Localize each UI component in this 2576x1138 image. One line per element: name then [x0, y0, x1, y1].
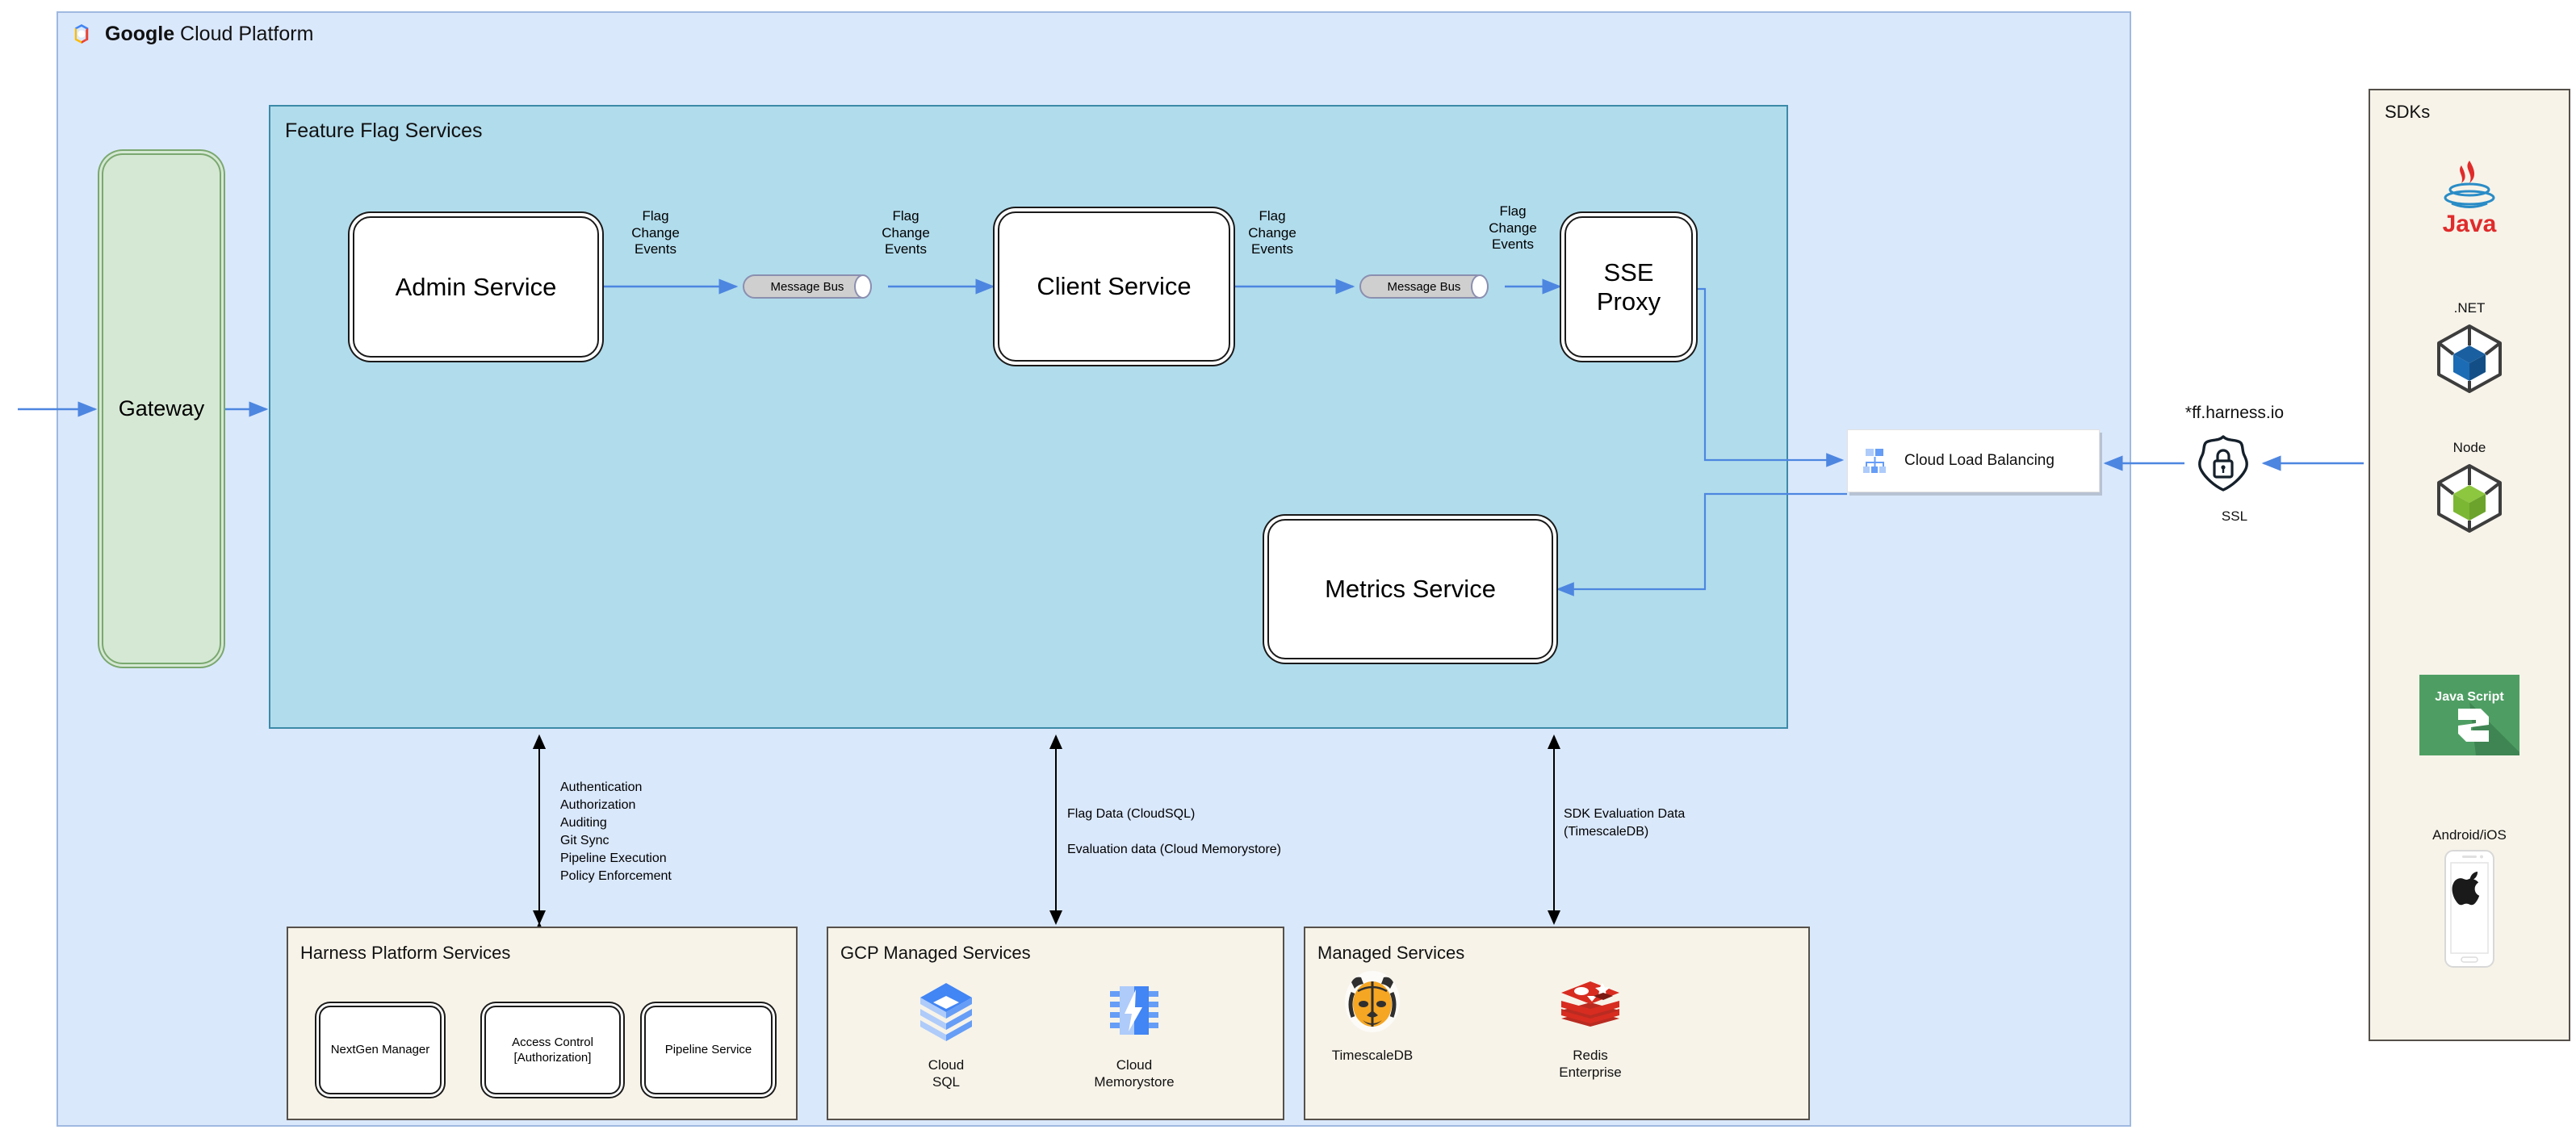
redis-icon: [1561, 981, 1619, 1027]
feature-flag-services-title: Feature Flag Services: [285, 119, 483, 142]
ff-domain-label: *ff.harness.io: [2184, 404, 2285, 422]
cloud-memorystore-item[interactable]: Cloud Memorystore: [1053, 980, 1215, 1091]
harness-platform-services-title: Harness Platform Services: [300, 943, 511, 963]
timescaledb-icon: [1345, 971, 1400, 1032]
edge-label-flag-change-events-3: Flag Change Events: [1248, 208, 1296, 257]
access-control-box[interactable]: Access Control [Authorization]: [484, 1006, 621, 1094]
timescaledb-label: TimescaleDB: [1331, 1048, 1414, 1063]
cloud-memorystore-icon: [1110, 986, 1158, 1035]
gcp-title-bold: Google: [105, 22, 175, 45]
sdk-caption-node: Node: [2452, 440, 2486, 455]
sdk-caption-android-ios: Android/iOS: [2432, 827, 2507, 843]
managed-services-title: Managed Services: [1317, 943, 1465, 963]
sdk-item-javascript[interactable]: Java Script: [2369, 675, 2570, 759]
sdks-title: SDKs: [2385, 102, 2431, 122]
pipeline-service-box[interactable]: Pipeline Service: [644, 1006, 773, 1094]
feature-flag-services-region: [269, 105, 1788, 729]
edge-label-flag-change-events-2: Flag Change Events: [882, 208, 930, 257]
node-cube-icon: [2437, 464, 2502, 533]
gcp-managed-services-panel: [827, 927, 1284, 1120]
message-bus-1[interactable]: Message Bus: [743, 274, 872, 299]
gcp-title-rest: Cloud Platform: [174, 22, 314, 45]
sse-proxy-node[interactable]: SSE Proxy: [1564, 216, 1693, 358]
gcp-title: Google Cloud Platform: [105, 23, 313, 46]
ssl-label: SSL: [2221, 508, 2248, 524]
redis-label: Redis Enterprise: [1559, 1048, 1622, 1081]
annotation-platform-services: Authentication Authorization Auditing Gi…: [560, 780, 672, 883]
sdk-caption-dotnet: .NET: [2453, 300, 2486, 316]
sdk-item-java[interactable]: Java: [2369, 157, 2570, 239]
nextgen-manager-box[interactable]: NextGen Manager: [319, 1006, 442, 1094]
sdk-item-node[interactable]: Node: [2369, 440, 2570, 539]
redis-item[interactable]: Redis Enterprise: [1510, 977, 1671, 1082]
message-bus-2[interactable]: Message Bus: [1359, 274, 1489, 299]
annotation-sdk-evaluation: SDK Evaluation Data (TimescaleDB): [1564, 807, 1686, 839]
gcp-managed-services-title: GCP Managed Services: [840, 943, 1031, 963]
svg-text:Java: Java: [2443, 211, 2497, 235]
mobile-apple-icon: [2444, 850, 2494, 968]
cloud-memorystore-label: Cloud Memorystore: [1094, 1057, 1175, 1090]
cloud-load-balancing-node[interactable]: Cloud Load Balancing: [1847, 429, 2100, 492]
sdk-item-android-ios[interactable]: Android/iOS: [2369, 827, 2570, 973]
sdk-item-dotnet[interactable]: .NET: [2369, 300, 2570, 400]
gcp-header: Google Cloud Platform: [69, 19, 392, 48]
annotation-flag-data: Flag Data (CloudSQL) Evaluation data (Cl…: [1067, 807, 1282, 856]
client-service-node[interactable]: Client Service: [998, 211, 1230, 362]
cloud-load-balancing-label: Cloud Load Balancing: [1904, 452, 2055, 469]
java-icon: Java: [2443, 161, 2497, 237]
cloud-sql-label: Cloud SQL: [928, 1057, 965, 1090]
javascript-icon: Java Script: [2419, 675, 2519, 755]
cloud-sql-icon: [920, 983, 972, 1041]
admin-service-node[interactable]: Admin Service: [353, 216, 599, 358]
gateway-node[interactable]: Gateway: [102, 153, 221, 664]
dotnet-cube-icon: [2437, 324, 2502, 393]
cloud-sql-item[interactable]: Cloud SQL: [865, 980, 1027, 1091]
edge-label-flag-change-events-1: Flag Change Events: [631, 208, 680, 257]
cloud-load-balancing-icon: [1863, 449, 1886, 473]
edge-label-flag-change-events-4: Flag Change Events: [1489, 203, 1537, 253]
svg-text:Java Script: Java Script: [2435, 690, 2504, 704]
metrics-service-node[interactable]: Metrics Service: [1267, 519, 1553, 659]
timescaledb-item[interactable]: TimescaleDB: [1292, 969, 1453, 1064]
google-cloud-logo-icon: [74, 24, 89, 44]
ssl-shield-lock-icon: [2192, 434, 2255, 492]
